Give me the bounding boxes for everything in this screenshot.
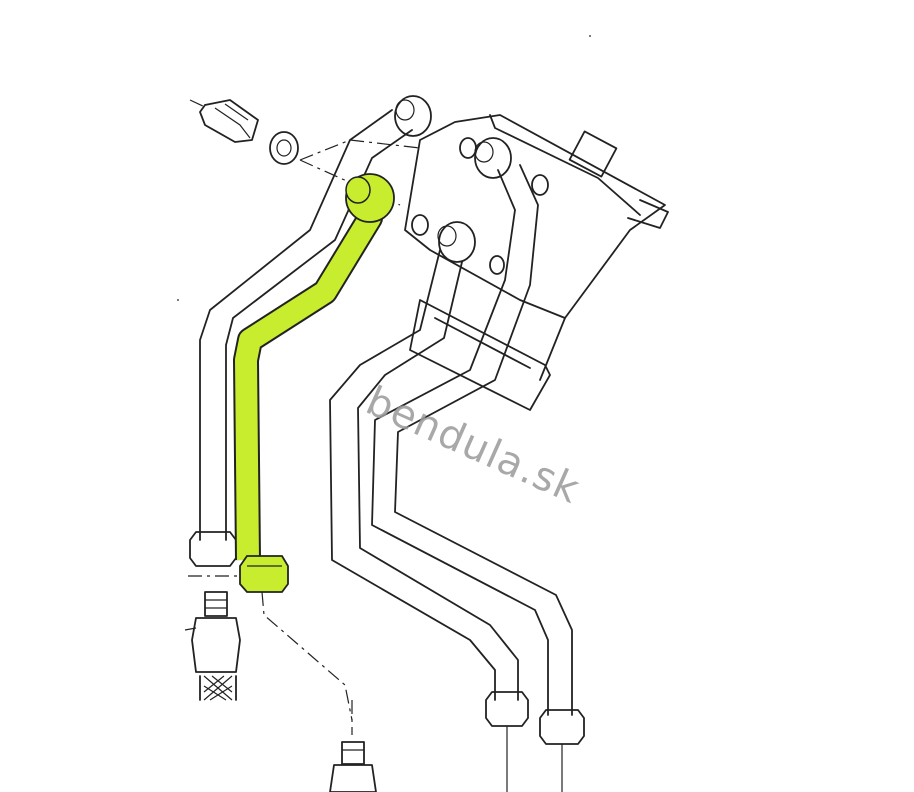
highlighted-pipe (233, 173, 395, 593)
pipe-right (371, 137, 585, 792)
pipe-middle (329, 221, 529, 792)
hose-fitting-left (184, 575, 241, 701)
top-fitting (189, 99, 421, 206)
hose-fitting-bottom (261, 591, 377, 792)
valve-block (404, 114, 669, 411)
